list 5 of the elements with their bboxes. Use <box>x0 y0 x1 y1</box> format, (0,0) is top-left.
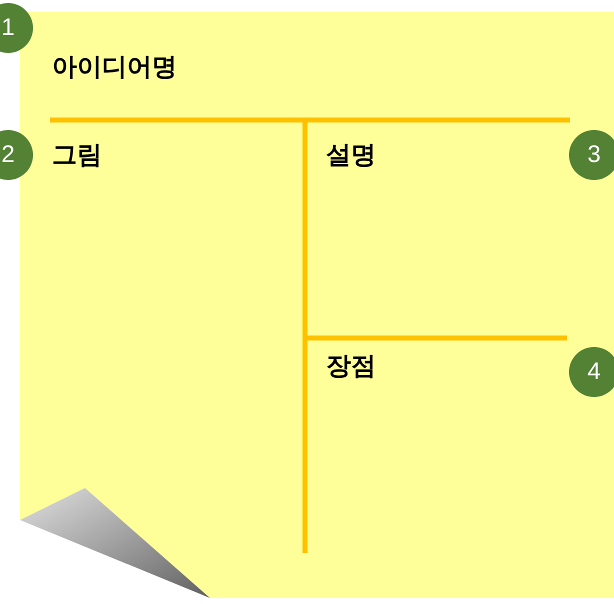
section-heading: 장점 <box>326 351 376 381</box>
section-heading: 설명 <box>326 140 376 170</box>
idea-title-heading: 아이디어명 <box>52 52 177 82</box>
callout-number: 1 <box>0 3 33 53</box>
section-heading: 그림 <box>52 140 102 170</box>
